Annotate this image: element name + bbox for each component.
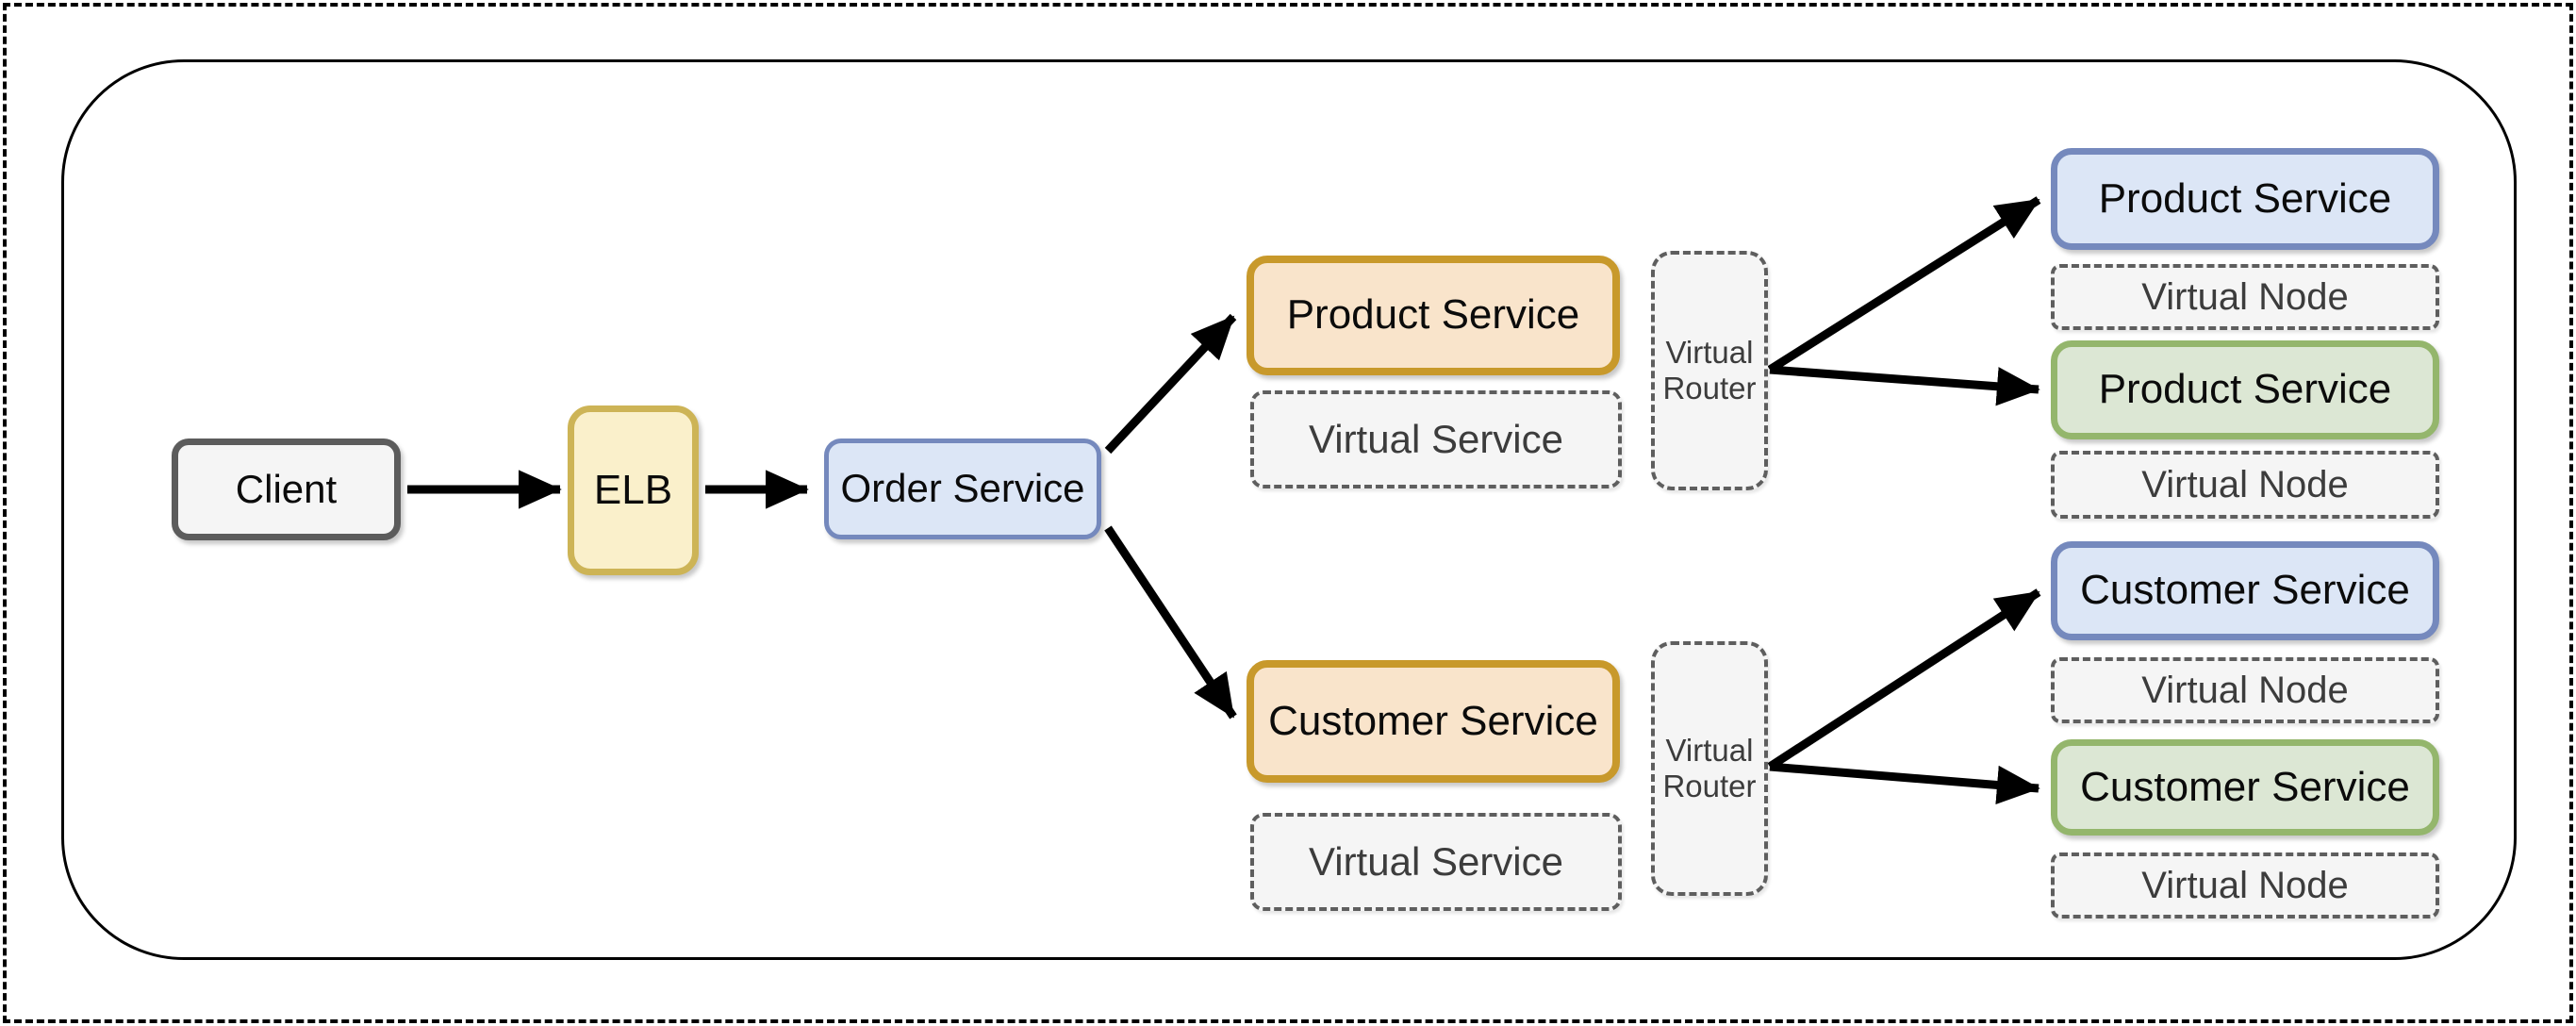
arrow-order-to-customer-service: [1104, 525, 1237, 720]
node-product-virtual-service: Virtual Service: [1250, 390, 1622, 488]
customer-virtual-node-2-label: Virtual Node: [2141, 865, 2349, 906]
product-virtual-router-label: Virtual Router: [1662, 335, 1757, 405]
node-customer-service-label: Customer Service: [1268, 697, 1598, 744]
node-elb: ELB: [568, 405, 699, 575]
node-order-service-label: Order Service: [840, 466, 1085, 511]
customer-virtual-service-label: Virtual Service: [1308, 838, 1563, 884]
arrow-customer-router-to-node-a: [1767, 588, 2041, 770]
node-customer-virtual-node-1: Virtual Node: [2051, 657, 2439, 723]
node-product-service-instance-blue: Product Service: [2051, 148, 2439, 250]
node-customer-service-instance-blue: Customer Service: [2051, 541, 2439, 640]
node-customer-virtual-service: Virtual Service: [1250, 813, 1622, 911]
customer-virtual-router-label: Virtual Router: [1662, 733, 1757, 803]
arrow-order-to-product-service: [1104, 313, 1237, 455]
node-product-service: Product Service: [1247, 256, 1620, 375]
node-client-label: Client: [235, 466, 338, 511]
node-customer-virtual-node-2: Virtual Node: [2051, 852, 2439, 918]
node-product-virtual-node-1: Virtual Node: [2051, 264, 2439, 330]
node-product-virtual-router: Virtual Router: [1651, 251, 1768, 490]
product-node-a-label: Product Service: [2098, 174, 2392, 222]
product-virtual-service-label: Virtual Service: [1308, 416, 1563, 461]
product-node-b-label: Product Service: [2098, 366, 2392, 413]
arrow-customer-router-to-node-b: [1769, 762, 2040, 805]
node-customer-virtual-router: Virtual Router: [1651, 641, 1768, 896]
arrow-product-router-to-node-b: [1769, 365, 2040, 406]
customer-virtual-node-1-label: Virtual Node: [2141, 670, 2349, 711]
outer-dashed-border: [3, 3, 2573, 1023]
node-client: Client: [172, 439, 401, 540]
node-order-service: Order Service: [824, 439, 1101, 539]
node-product-virtual-node-2: Virtual Node: [2051, 451, 2439, 519]
node-customer-service: Customer Service: [1247, 660, 1620, 783]
customer-node-b-label: Customer Service: [2080, 763, 2410, 810]
mesh-boundary-box: [61, 59, 2517, 960]
product-virtual-node-1-label: Virtual Node: [2141, 276, 2349, 318]
customer-node-a-label: Customer Service: [2080, 567, 2410, 614]
node-customer-service-instance-green: Customer Service: [2051, 739, 2439, 836]
product-virtual-node-2-label: Virtual Node: [2141, 464, 2349, 505]
node-product-service-label: Product Service: [1286, 291, 1580, 339]
arrow-product-router-to-node-a: [1767, 196, 2041, 373]
node-product-service-instance-green: Product Service: [2051, 340, 2439, 439]
node-elb-label: ELB: [593, 466, 673, 513]
